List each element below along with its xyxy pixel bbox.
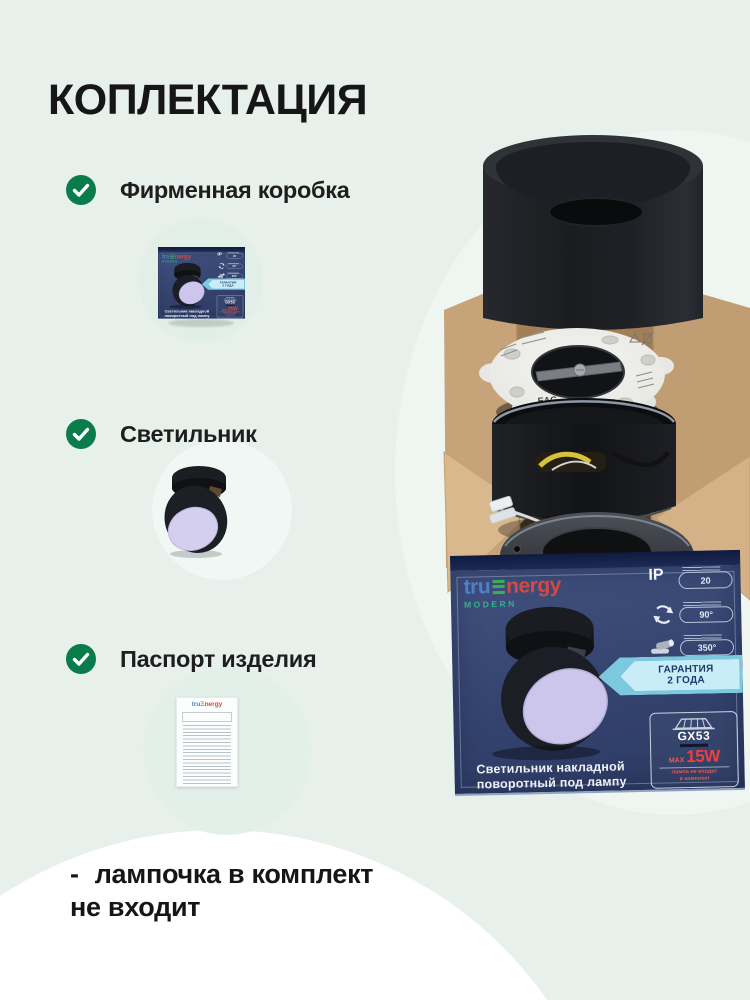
- passport-text-lines: [183, 724, 231, 785]
- passport-brand-logo: truΞnergy: [177, 701, 237, 709]
- caption-line1: Светильник накладной: [164, 309, 210, 314]
- badge-note-line1: лампа не входит: [223, 312, 237, 315]
- ip-label: IP: [648, 566, 664, 584]
- socket-type: GX53: [677, 728, 711, 744]
- gx53-lamp-icon: [223, 297, 237, 301]
- ring-print-lines: [499, 331, 655, 389]
- retail-box-panel: tru nergy MODERN IP 20 90°: [450, 564, 745, 796]
- product-photo: EAC CE: [443, 135, 750, 601]
- yellow-wire: [538, 451, 592, 468]
- brand-pre: tru: [463, 575, 491, 599]
- spec-caption-lines: [683, 601, 722, 607]
- ip-value-pill: 20: [226, 253, 243, 259]
- gx53-lamp-icon: [672, 718, 715, 731]
- product-caption: Светильник накладной поворотный под ламп…: [476, 759, 626, 792]
- footnote-line1: лампочка в комплект: [94, 859, 374, 889]
- max-label: MAX: [668, 756, 685, 765]
- brand-post: nergy: [174, 253, 192, 260]
- lamp-shade-cylinder: [483, 135, 703, 330]
- max-power: MAX 15W: [222, 306, 237, 311]
- checklist-label: Фирменная коробка: [120, 176, 350, 203]
- product-caption: Светильник накладной поворотный под ламп…: [165, 309, 210, 318]
- brand-energy-bars-icon: [170, 254, 175, 259]
- badge-note-line2: в комплект: [225, 314, 235, 317]
- box-thumbnail-shadow: [168, 319, 234, 327]
- tilt-arrows-icon: [218, 263, 225, 269]
- warranty-ribbon-band: ГАРАНТИЯ 2 ГОДА: [208, 279, 245, 289]
- brand-pre: tru: [191, 701, 201, 708]
- box-thumbnail: tru nergy MODERN IP 20 90°: [158, 247, 246, 321]
- swivel-spotlight-icon: [217, 273, 225, 278]
- ip-value-pill: 20: [678, 571, 733, 590]
- spec-caption-lines: [682, 566, 721, 572]
- swivel-spotlight-icon: [651, 639, 674, 654]
- box-lamp-artwork: [169, 262, 205, 309]
- passport-thumbnail: truΞnergy: [176, 697, 238, 787]
- brand-pre: tru: [161, 253, 170, 260]
- spec-caption-lines: [227, 272, 239, 274]
- brand-sub: MODERN: [161, 260, 178, 264]
- black-wire: [610, 450, 670, 467]
- checklist-label: Паспорт изделия: [120, 645, 317, 672]
- power-value: 15W: [227, 305, 238, 312]
- badge-note-line2: в комплект: [679, 775, 710, 783]
- footnote: -лампочка в комплект не входит: [70, 858, 374, 924]
- spec-caption-lines: [683, 634, 722, 640]
- warranty-ribbon-band: ГАРАНТИЯ 2 ГОДА: [620, 659, 740, 691]
- warranty-ribbon: ГАРАНТИЯ 2 ГОДА: [598, 655, 743, 696]
- warranty-line2: 2 ГОДА: [222, 284, 234, 288]
- socket-subtext-bar: [225, 304, 235, 306]
- lamp-thumbnail-photo: [164, 466, 228, 558]
- checklist-item-lamp: Светильник: [66, 419, 257, 449]
- max-power: MAX 15W: [668, 746, 720, 766]
- retail-box-face: tru nergy MODERN IP 20 90°: [450, 549, 745, 796]
- warranty-line1: ГАРАНТИЯ: [219, 280, 237, 285]
- lamp-socket-badge: GX53 MAX 15W лампа не входит в комплект: [216, 295, 244, 319]
- swivel-value-pill: 350°: [226, 273, 243, 279]
- footnote-dash: -: [70, 859, 79, 889]
- recycle-icon: [629, 331, 654, 346]
- spec-caption-lines: [227, 262, 239, 264]
- warranty-line2: 2 ГОДА: [667, 674, 706, 687]
- wire-connector: [488, 495, 517, 524]
- tilt-arrows-icon: [653, 605, 674, 624]
- caption-line2: поворотный под лампу: [164, 313, 210, 318]
- brand-bars: Ξ: [200, 701, 205, 708]
- check-icon: [66, 644, 96, 674]
- spec-caption-lines: [227, 251, 239, 253]
- checklist-label: Светильник: [120, 420, 257, 447]
- tilt-value-pill: 90°: [226, 263, 243, 269]
- max-label: MAX: [222, 308, 228, 311]
- page-title: КОПЛЕКТАЦИЯ: [48, 76, 368, 124]
- warranty-line1: ГАРАНТИЯ: [658, 663, 714, 676]
- footnote-line2: не входит: [70, 891, 201, 922]
- power-value: 15W: [686, 746, 720, 766]
- retail-box-face: tru nergy MODERN IP 20 90°: [158, 247, 245, 319]
- checklist-item-box: Фирменная коробка: [66, 175, 350, 205]
- retail-box-top-edge: [158, 247, 245, 252]
- checklist-item-passport: Паспорт изделия: [66, 644, 317, 674]
- brand-logo: tru nergy MODERN: [162, 253, 191, 263]
- check-icon: [66, 419, 96, 449]
- box-thumbnail-scaler: tru nergy MODERN IP 20 90°: [158, 247, 245, 319]
- check-icon: [66, 175, 96, 205]
- socket-type: GX53: [225, 300, 235, 305]
- brand-post: nergy: [505, 573, 562, 598]
- box-lamp-artwork: [492, 606, 608, 761]
- retail-box-panel: tru nergy MODERN IP 20 90°: [158, 251, 245, 319]
- ip-label: IP: [217, 251, 222, 257]
- retail-box-front: tru nergy MODERN IP 20 90°: [450, 549, 745, 796]
- lamp-socket-badge: GX53 MAX 15W лампа не входит в комплект: [649, 711, 739, 789]
- brand-energy-bars-icon: [492, 579, 505, 594]
- caption-line2: поворотный под лампу: [476, 774, 627, 792]
- warranty-ribbon: ГАРАНТИЯ 2 ГОДА: [201, 278, 245, 290]
- swivel-value-pill: 350°: [679, 639, 735, 657]
- tilt-value-pill: 90°: [679, 606, 734, 624]
- passport-title-box: [182, 711, 232, 722]
- brand-post: nergy: [204, 701, 223, 708]
